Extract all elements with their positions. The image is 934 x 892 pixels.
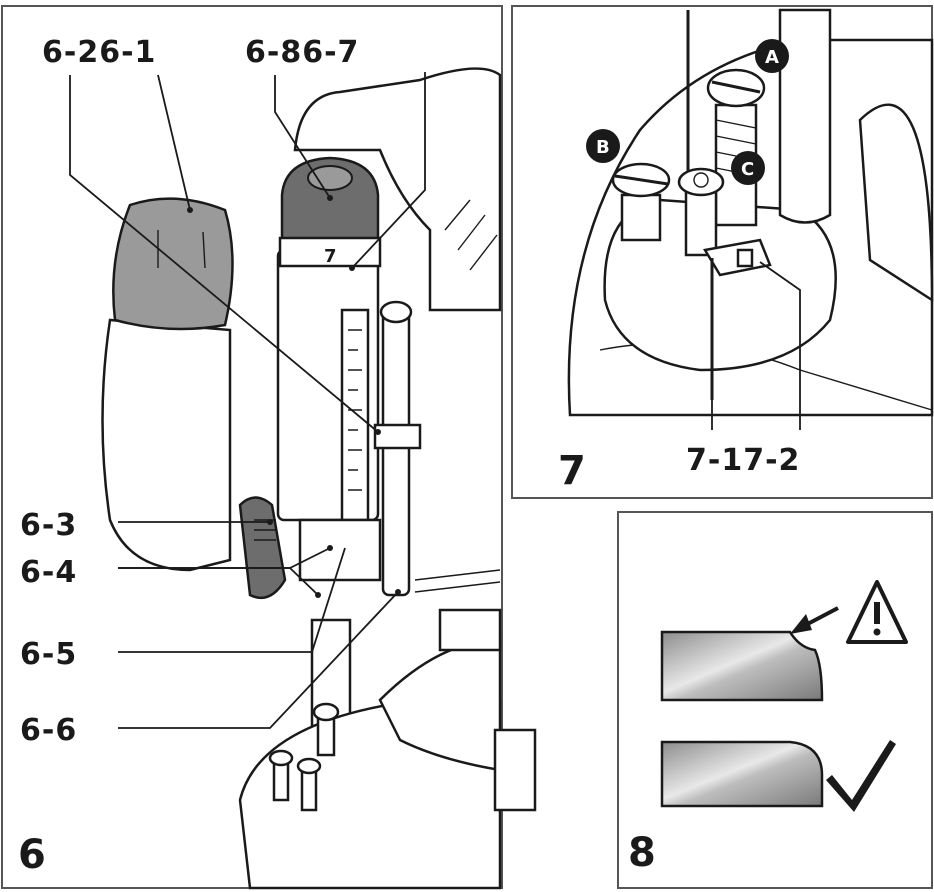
- speed-dial: [438, 608, 502, 652]
- callout-6-86-7: 6-86-7: [245, 35, 359, 70]
- callout-6-5: 6-5: [20, 637, 77, 672]
- callout-6-3: 6-3: [20, 508, 77, 543]
- turret-block: [298, 518, 382, 582]
- screw-c-head: [677, 167, 725, 197]
- leader-7-right: [759, 261, 801, 430]
- callout-leaders-6: [69, 72, 426, 729]
- router-bit: [493, 728, 537, 812]
- router-illustration: 7: [101, 67, 537, 890]
- turret-detail-illustration: [567, 8, 934, 417]
- screw-b-shaft: [620, 193, 662, 242]
- panel-7: A B C 7-17-2 7: [511, 5, 934, 499]
- depth-rod-7: [778, 8, 832, 224]
- svg-text:C: C: [741, 159, 754, 180]
- depth-scale: [340, 308, 370, 522]
- defect-arrow: [790, 606, 839, 634]
- warning-triangle-icon: [846, 580, 908, 644]
- panel-number-7: 7: [558, 448, 586, 494]
- panel-6: 7: [1, 5, 537, 890]
- panel-number-6: 6: [18, 832, 46, 878]
- good-bit-blade: [660, 740, 824, 808]
- svg-text:B: B: [596, 137, 610, 158]
- screw-c-shaft: [684, 188, 718, 257]
- scale-ticks: [348, 329, 362, 491]
- handle-body: [101, 318, 232, 572]
- callout-6-26-1: 6-26-1: [42, 35, 156, 70]
- vent-slots: [444, 199, 498, 271]
- panel-8: 8: [617, 511, 933, 889]
- callout-6-4: 6-4: [20, 555, 77, 590]
- base-ribs: [414, 569, 501, 593]
- badge-a: A: [755, 39, 789, 73]
- callout-6-6: 6-6: [20, 713, 77, 748]
- turret-screws: [268, 702, 340, 812]
- badge-b: B: [586, 129, 620, 163]
- svg-text:A: A: [765, 47, 779, 68]
- scale-ring: [278, 236, 382, 268]
- side-housing: [858, 103, 934, 303]
- depth-stop-rod: [381, 303, 411, 597]
- base-ring: [378, 638, 502, 772]
- callout-7-17-2: 7-17-2: [686, 443, 800, 478]
- rod-clamp: [373, 423, 422, 450]
- badge-c: C: [731, 151, 765, 185]
- worn-bit-blade: [660, 630, 824, 702]
- panel-number-8: 8: [628, 830, 656, 876]
- motor-housing: [293, 67, 502, 312]
- handle-grip: [112, 197, 234, 331]
- dial-digit: 7: [324, 246, 337, 267]
- checkmark-icon: [826, 740, 896, 812]
